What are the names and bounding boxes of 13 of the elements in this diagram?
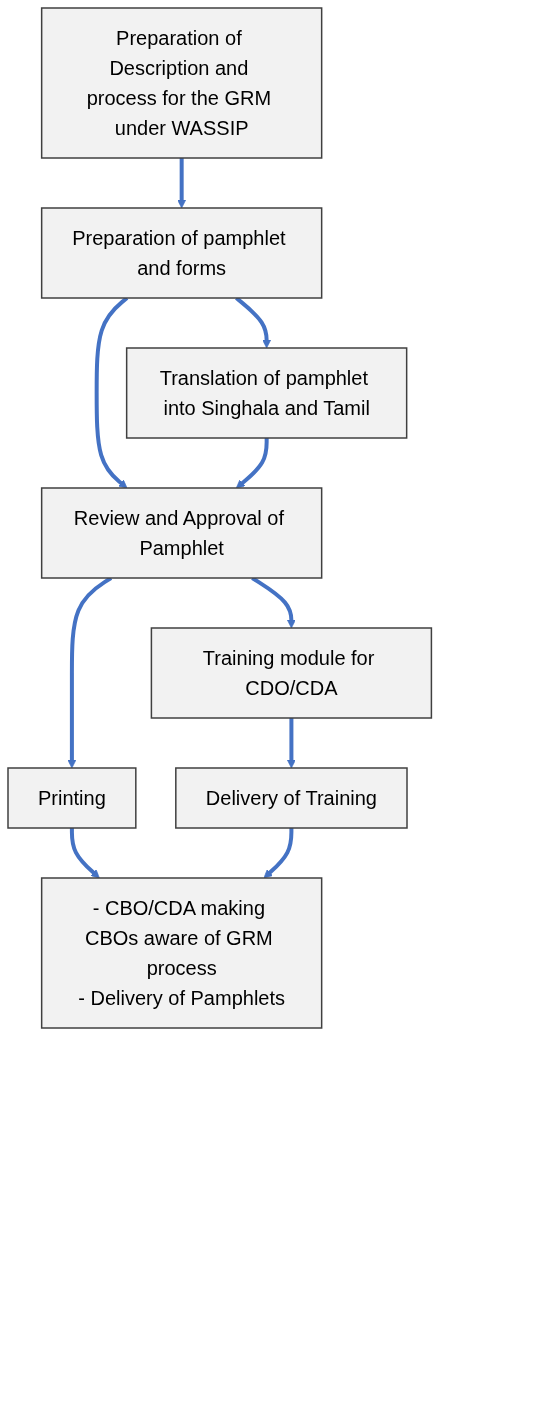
node-box: Preparation of Description and process for the GRM under WASSIP (40, 7, 323, 159)
node-box: Translation of pamphlet into Singhala and Tamil (125, 347, 408, 439)
arrow (177, 158, 187, 209)
node-box: Printing (7, 767, 137, 829)
arrow (263, 828, 294, 879)
node-box: - CBO/CDA making CBOs aware of GRM process - Delivery of Pamphlets (40, 877, 323, 1029)
node-box: Training module for CDO/CDA (150, 627, 433, 719)
arrow (287, 718, 296, 769)
node-box: Preparation of pamphlet and forms (40, 207, 323, 299)
arrow (69, 828, 100, 879)
node-box: Review and Approval of Pamphlet (40, 487, 323, 579)
node-box: Delivery of Training (175, 767, 408, 829)
arrow (235, 438, 269, 489)
